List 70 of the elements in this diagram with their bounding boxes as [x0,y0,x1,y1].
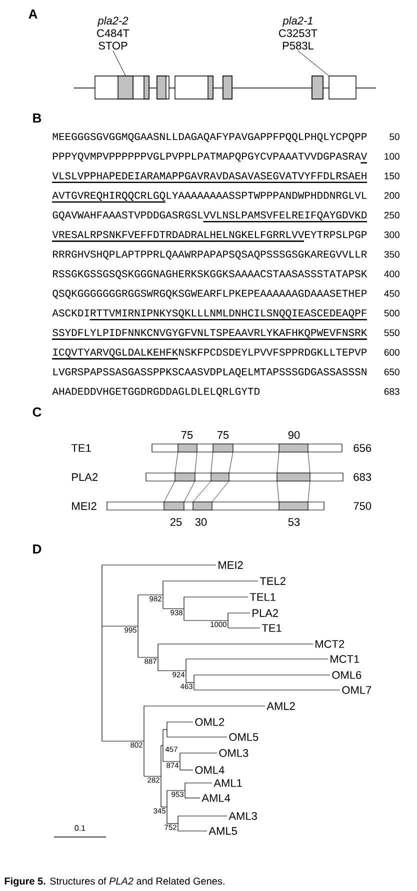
residue-number: 200 [384,192,400,199]
residue-number: 650 [384,368,400,376]
panel-letter: D [33,544,42,554]
domain-score: 75 [181,431,193,439]
leaf-label: MEI2 [218,561,243,569]
sequence-text: RSSGKGSSGSQSKGGGNAGHERKSKGGKSAAAACSTAASASSSTATAPSK [53,270,368,280]
residue-number: 550 [384,329,400,336]
panel-letter: A [28,10,38,18]
leaf-label: MCT2 [316,640,344,648]
sequence-text: ASCKDIRTTVMIRNIPNKYSQKLLLNMLDNHCILSNQQIEASCEDEAQPF [52,309,366,318]
sequence-text: VRESALRPSNKFVEFFDTRDADRALHELNGKELFGRRLVVEYTRPSLPGP [52,230,367,238]
panel-letter: C [32,407,42,417]
leaf-label: AML5 [208,827,237,835]
leaf-label: TEL1 [250,593,276,601]
residue-number: 683 [384,388,400,395]
leaf-label: OML7 [342,686,372,694]
sequence-text: VLSLVPPHAPEDEIARAMAPPGAVRAVDASAVASEGVATVYFFDLRSAEH [52,172,366,180]
sequence-text: AHADEDDVHGETGGDRGDDAGLDLELQRLGYTD [52,388,260,397]
scale-label: 0.1 [74,825,86,831]
domain-score: 30 [195,518,207,526]
leaf-label: AML4 [202,794,230,802]
leaf-label: MCT1 [330,655,360,663]
sequence-text: ICQVTYARVQGLDALKEHFKNSKFPCDSDEYLPVVFSPPRDGKLLTEPVP [53,348,367,358]
residue-number: 400 [384,270,400,278]
leaf-label: OML6 [332,671,362,679]
residue-number: 250 [384,212,400,218]
sequence-text: AVTGVREQHIRQQCRLGQLYAAAAAAAASSPTWPPPANDWPHDDNRGLVL [52,192,367,201]
leaf-label: TE1 [262,624,282,632]
protein-name: PLA2 [72,473,98,481]
mutation-label: pla2-1 C3253T P583L [279,16,318,50]
leader-line [298,50,329,76]
leaf-label: AML3 [228,812,257,820]
sequence-text: SSYDFLYLPIDFNNKCNVGYGFVNLTSPEAAVRLYKAFHKQPWEVFNSRK [52,328,368,338]
domain-score: 53 [288,518,300,526]
leaf-label: OML2 [195,718,224,726]
leaf-label: AML1 [214,779,242,787]
sequence-text: GQAVWAHFAAASTVPDDGASRGSLVVLNSLPAMSVFELREIFQAYGDVKD [52,211,367,220]
leaf-label: TEL2 [260,577,286,585]
residue-number: 450 [384,290,400,297]
domain-score: 90 [288,431,300,439]
leaf-label: OML5 [229,733,258,741]
protein-name: TE1 [71,444,91,452]
residue-number: 300 [384,231,400,238]
protein-length: 683 [354,473,372,481]
protein-name: MEI2 [72,502,96,510]
exon-box [118,76,134,100]
leaf-label: OML4 [195,766,224,774]
sequence-text: LVGRSPAPSSASGASSPPKSCAASVDPLAQELMTAPSSSGDGASSASSSN [53,368,366,378]
protein-length: 750 [354,502,372,510]
residue-number: 100 [384,152,400,160]
domain-score: 25 [170,518,182,526]
residue-number: 350 [384,250,400,258]
caption: Figure 5. Structures of PLA2 and Related Genes. [4,877,224,887]
protein-length: 656 [354,444,372,452]
sequence-text: PPPYQVMPVPPPPPPVGLPVPPLPATMAPQPGYCVPAAATVVDGPASRAV [53,152,368,162]
residue-number: 600 [384,348,400,356]
panel-letter: B [33,114,42,122]
mutation-label: pla2-2 C484T STOP [97,16,130,50]
residue-number: 150 [384,172,400,180]
leaf-label: PLA2 [252,609,278,617]
residue-number: 500 [384,310,400,316]
leaf-label: OML3 [219,749,248,757]
residue-number: 50 [390,133,400,140]
domain-score: 75 [217,431,229,439]
sequence-text: MEEGGGSGVGGMQGAASNLLDAGAQAFYPAVGAPPFPQQLPHQLYCPQPP [52,132,367,142]
leaf-label: AML2 [266,702,295,710]
sequence-text: QSQKGGGGGGGRGGSWRGQKSGWEARFLPKEPEAAAAAAGDAAASETHEP [52,290,367,299]
sequence-text: RRRGHVSHQPLAPTPPRLQAAWRPAPAPSQSAQPSSSGSGKAREGVVLLR [53,250,367,260]
exon-box [328,76,356,100]
leader-line [112,50,126,76]
